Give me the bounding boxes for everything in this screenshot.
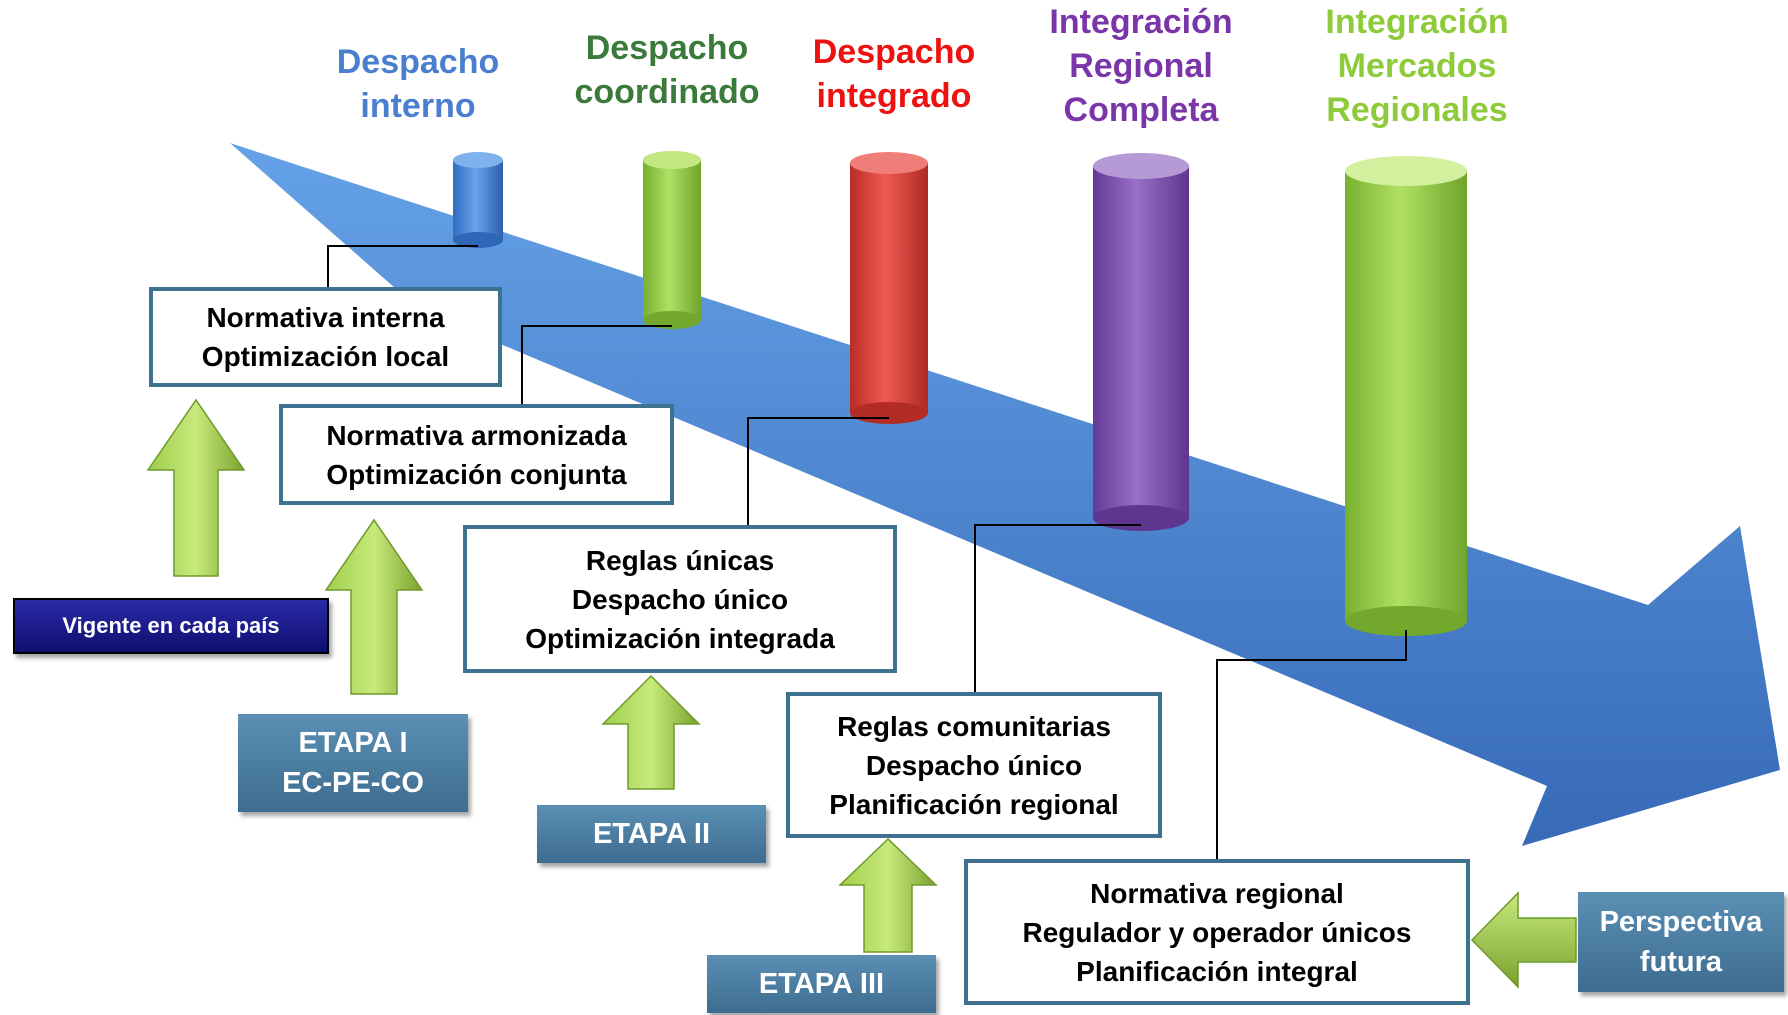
label-line: EC-PE-CO — [282, 767, 424, 799]
up-arrow-2 — [324, 518, 424, 695]
box-line: Optimización integrada — [525, 622, 835, 654]
label-etapa-2-text: ETAPA II — [592, 818, 711, 850]
box-normativa-armonizada: Normativa armonizada Optimización conjun… — [279, 404, 674, 505]
up-arrow-4 — [838, 837, 938, 953]
box-line: Planificación regional — [829, 788, 1119, 820]
title-line: Despacho — [812, 33, 976, 71]
box-reglas-comunitarias: Reglas comunitarias Despacho único Plani… — [786, 692, 1162, 838]
label-vigente-text: Vigente en cada país — [62, 613, 280, 638]
box-line: Regulador y operador únicos — [1022, 916, 1412, 948]
title-despacho-interno: Despacho interno — [288, 40, 548, 128]
label-line: futura — [1639, 946, 1723, 978]
cylinder-integracion-mercados — [1345, 156, 1467, 636]
cylinder-despacho-interno — [453, 152, 503, 248]
box-reglas-unicas: Reglas únicas Despacho único Optimizació… — [463, 525, 897, 673]
title-line: interno — [360, 87, 476, 125]
cylinder-despacho-coordinado — [643, 151, 701, 329]
title-line: Despacho — [585, 29, 749, 67]
label-etapa-3-text: ETAPA III — [758, 968, 885, 1000]
connector-5 — [1216, 630, 1407, 861]
cylinder-despacho-integrado — [850, 152, 928, 424]
label-perspectiva-futura: Perspectiva futura — [1578, 892, 1784, 992]
connector-3 — [747, 417, 889, 526]
label-etapa-3: ETAPA III — [707, 955, 936, 1013]
up-arrow-1 — [146, 398, 246, 577]
title-line: Regional — [1069, 47, 1213, 85]
box-line: Reglas únicas — [585, 544, 775, 576]
title-line: integrado — [816, 77, 972, 115]
title-line: Integración — [1049, 3, 1233, 41]
connector-2 — [521, 325, 672, 404]
label-etapa-2: ETAPA II — [537, 805, 766, 863]
cylinder-integracion-regional — [1093, 153, 1189, 531]
title-line: Mercados — [1337, 47, 1497, 85]
box-line: Optimización conjunta — [326, 458, 627, 490]
box-normativa-interna: Normativa interna Optimización local — [149, 287, 502, 387]
title-despacho-integrado: Despacho integrado — [764, 30, 1024, 118]
box-line: Reglas comunitarias — [837, 710, 1111, 742]
title-line: Integración — [1325, 3, 1509, 41]
box-line: Planificación integral — [1076, 955, 1358, 987]
up-arrow-3 — [601, 674, 701, 790]
title-integracion-regional: Integración Regional Completa — [1011, 0, 1271, 132]
left-arrow-futura — [1470, 891, 1577, 989]
box-normativa-regional: Normativa regional Regulador y operador … — [964, 859, 1470, 1005]
timeline-arrow — [230, 143, 1780, 846]
title-line: Completa — [1063, 91, 1219, 129]
connector-4 — [974, 524, 1141, 693]
box-line: Despacho único — [571, 583, 789, 615]
title-despacho-coordinado: Despacho coordinado — [537, 26, 797, 114]
connector-1 — [327, 245, 478, 289]
box-line: Normativa interna — [206, 302, 445, 333]
title-line: Despacho — [336, 43, 500, 81]
title-line: coordinado — [574, 73, 760, 111]
label-etapa-1: ETAPA I EC-PE-CO — [238, 714, 468, 812]
title-integracion-mercados: Integración Mercados Regionales — [1287, 0, 1547, 132]
box-line: Despacho único — [865, 749, 1083, 781]
label-vigente: Vigente en cada país — [13, 598, 329, 654]
box-line: Normativa regional — [1090, 877, 1344, 909]
title-line: Regionales — [1326, 91, 1508, 129]
label-line: Perspectiva — [1599, 906, 1763, 938]
label-line: ETAPA I — [298, 727, 408, 759]
box-line: Optimización local — [201, 341, 450, 372]
box-line: Normativa armonizada — [326, 419, 627, 451]
connector-lines — [327, 245, 1407, 861]
